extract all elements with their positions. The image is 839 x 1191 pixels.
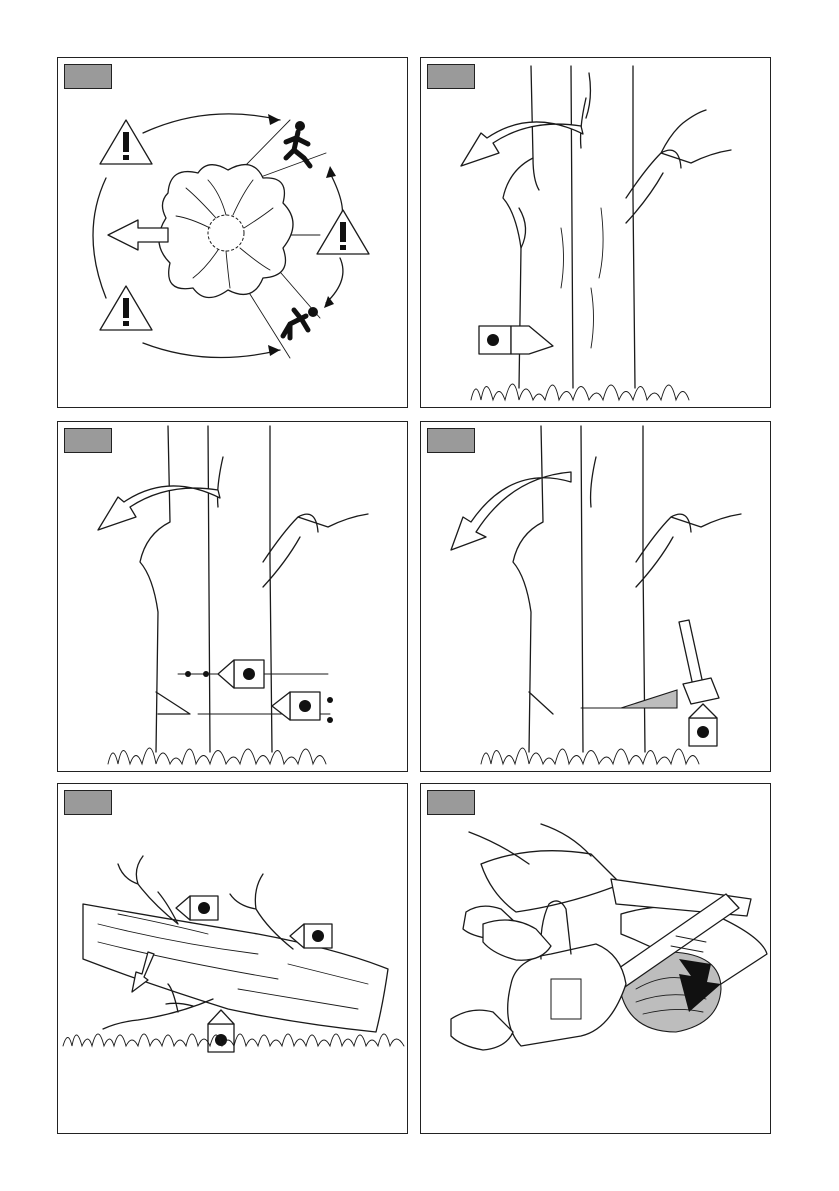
limb-cut-marker <box>176 896 218 920</box>
lean-direction-arrow <box>461 122 583 166</box>
hand-icon <box>451 1010 513 1050</box>
warning-triangle-icon <box>100 286 152 330</box>
panel-notch-cut <box>57 421 408 772</box>
panel-tree-lean <box>420 57 771 408</box>
wedge-marker-icon <box>689 704 717 746</box>
notch-cut-diagram <box>58 422 408 772</box>
escape-routes-diagram <box>58 58 408 408</box>
running-person-icon <box>283 307 318 338</box>
panel-limbing <box>57 783 408 1134</box>
arc-arrow-top <box>143 114 280 133</box>
tree-lean-diagram <box>421 58 771 408</box>
stump-top-icon <box>159 165 293 298</box>
grass <box>471 384 689 400</box>
bucking-diagram <box>421 784 771 1134</box>
limbing-diagram <box>58 784 408 1134</box>
felled-log <box>83 904 388 1032</box>
lean-direction-arrow <box>98 486 220 530</box>
limb-cut-marker <box>208 1010 234 1052</box>
felling-wedge-icon <box>621 690 677 708</box>
warning-triangle-icon <box>100 120 152 164</box>
hammer-icon <box>679 620 719 704</box>
hand-icon <box>483 920 551 960</box>
notch-marker-icon <box>479 326 553 354</box>
running-person-icon <box>286 121 310 166</box>
back-cut-marker <box>272 692 333 723</box>
arc-left <box>93 178 106 298</box>
warning-triangle-icon <box>317 210 369 254</box>
panel-bucking <box>420 783 771 1134</box>
panel-wedge-hammer <box>420 421 771 772</box>
fall-direction-arrow <box>451 472 571 550</box>
wedge-hammer-diagram <box>421 422 771 772</box>
panel-escape-routes <box>57 57 408 408</box>
arc-arrow-bottom <box>143 343 280 358</box>
